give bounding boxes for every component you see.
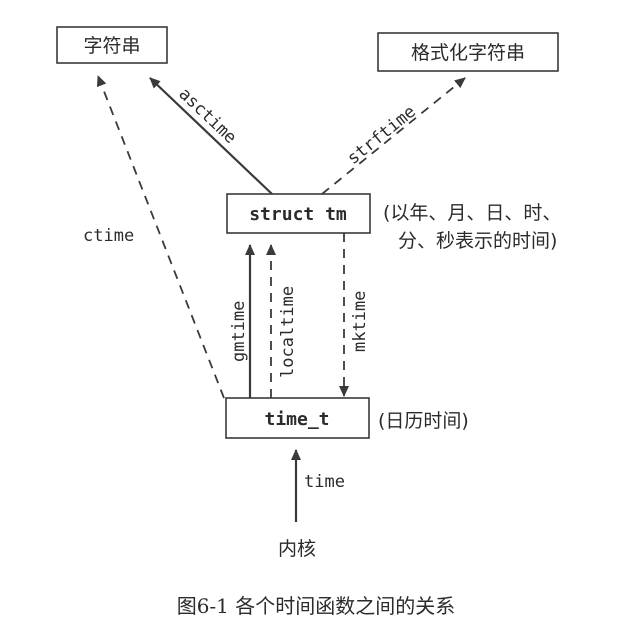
ctime-label: ctime [83,226,134,246]
formatted-string-label: 格式化字符串 [411,42,525,64]
time-t-box [225,397,370,439]
asctime-label: asctime [175,84,241,148]
time-t-label: time_t [264,409,329,430]
time-label: time [304,472,345,492]
gmtime-label: gmtime [229,301,249,362]
string-box [56,26,168,64]
localtime-label: localtime [278,286,298,378]
ctime-arrow [96,75,225,399]
time-t-note: (日历时间) [378,410,469,432]
figure-caption: 图6-1 各个时间函数之间的关系 [177,594,456,618]
strftime-label: strftime [344,102,420,169]
struct-tm-label: struct tm [249,204,347,225]
struct-tm-box [226,193,371,234]
asctime-arrow [149,77,273,195]
mktime-label: mktime [350,291,370,352]
kernel-label: 内核 [278,538,316,560]
struct-tm-note-line2: 分、秒表示的时间) [398,230,557,252]
string-label: 字符串 [83,35,140,57]
struct-tm-note-line1: (以年、月、日、时、 [383,202,561,224]
formatted-string-box [377,32,559,72]
